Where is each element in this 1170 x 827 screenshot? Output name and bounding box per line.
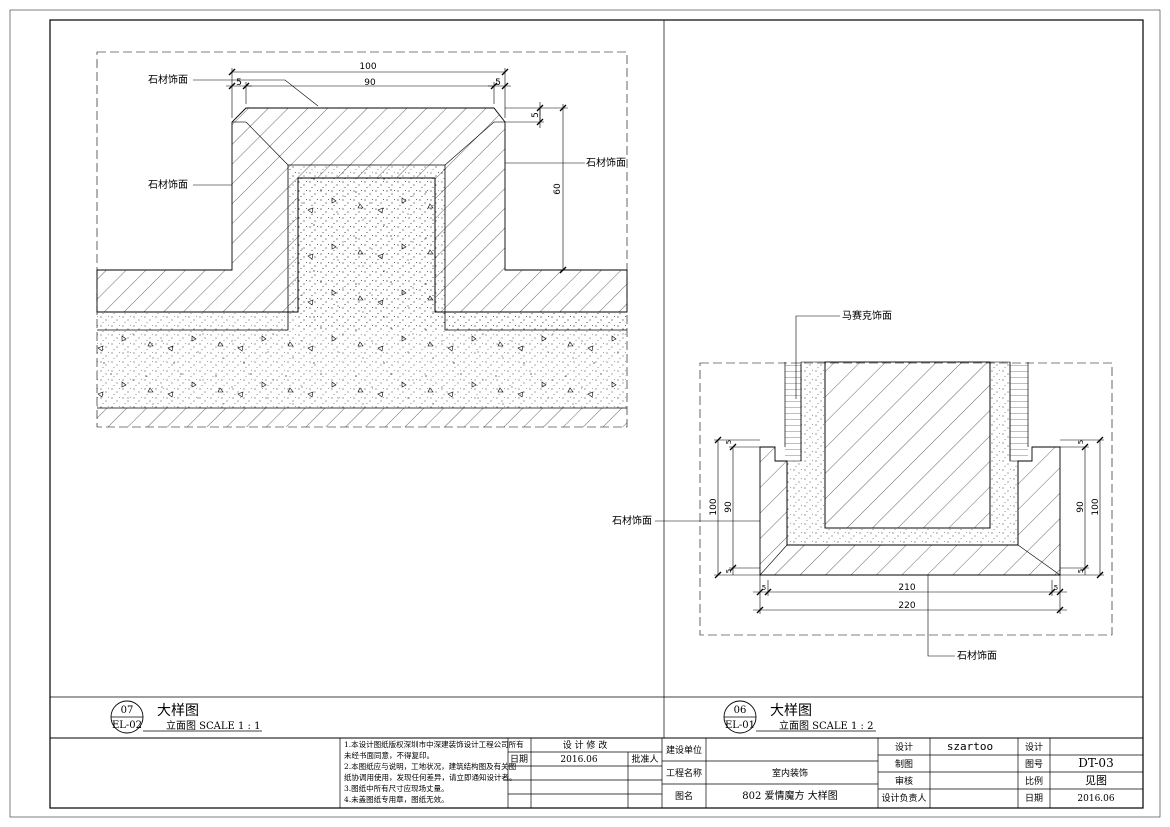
dim-top-right-small: 5 — [1077, 440, 1085, 444]
project-label: 工程名称 — [666, 767, 702, 779]
caption-subtitle: 立面图 SCALE 1 : 1 — [166, 719, 260, 732]
dim-chamfer-left: 5 — [236, 78, 242, 88]
sheet-no-label: 图号 — [1025, 759, 1043, 770]
dim-left-outer: 100 — [709, 498, 719, 515]
dim-left-inner: 90 — [724, 501, 734, 513]
dim-chamfer-vertical: 5 — [531, 112, 541, 118]
design-label: 设计 — [895, 741, 913, 753]
project-value: 室内装饰 — [772, 767, 808, 779]
dim-outer-width: 220 — [898, 601, 915, 611]
client-label: 建设单位 — [666, 744, 702, 756]
dim-right-inner: 90 — [1076, 501, 1086, 513]
dim-inner-width: 210 — [898, 583, 915, 593]
dim-overall-width: 100 — [359, 62, 376, 72]
note-line: 3.图纸中所有尺寸应现场丈量。 — [344, 783, 449, 793]
caption-left: 07 EL-02 大样图 立面图 SCALE 1 : 1 — [110, 700, 262, 734]
notes: 1.本设计图纸版权深圳市中深建装饰设计工程公司所有 未经书面同意，不得复印。 2… — [344, 739, 524, 804]
drafting-label: 制图 — [895, 758, 913, 770]
dim-right-outer: 100 — [1091, 498, 1101, 515]
right-detail: 100 90 100 90 5 5 5 5 5 5 210 220 马赛克饰面 … — [612, 309, 1113, 662]
dim-inner-width: 90 — [364, 78, 376, 88]
callout-mosaic: 马赛克饰面 — [842, 309, 892, 322]
callout-left: 石材饰面 — [612, 514, 652, 527]
dim-bottom-left-small: 5 — [725, 569, 733, 573]
scale-value: 见图 — [1085, 774, 1107, 787]
drawing-name-label: 图名 — [675, 790, 693, 802]
dim-chamfer-right: 5 — [495, 78, 501, 88]
caption-ref: EL-02 — [112, 720, 142, 731]
sheet-no-value: DT-03 — [1078, 756, 1113, 770]
date-label: 日期 — [510, 754, 528, 765]
dim-height: 60 — [553, 183, 563, 195]
caption-title: 大样图 — [157, 703, 199, 719]
callout-bottom: 石材饰面 — [957, 649, 997, 662]
note-line: 纸协调用使用，发现任何差异，请立即通知设计者。 — [344, 772, 517, 782]
scale-label: 比例 — [1025, 775, 1043, 787]
note-line: 未经书面同意，不得复印。 — [344, 750, 434, 760]
lead-label: 设计负责人 — [881, 792, 926, 804]
date-value: 2016.06 — [560, 755, 597, 765]
review-label: 审核 — [895, 775, 913, 787]
note-line: 4.未盖图纸专用章，图纸无效。 — [344, 794, 449, 804]
caption-number: 07 — [121, 705, 134, 716]
design-value: szartoo — [947, 740, 993, 753]
date-value-2: 2016.06 — [1077, 794, 1114, 804]
caption-ref: EL-01 — [725, 720, 755, 731]
left-detail: 100 90 5 5 5 60 石材饰面 石材饰面 石材饰面 — [96, 51, 628, 428]
callout-top: 石材饰面 — [148, 73, 188, 86]
note-line: 1.本设计图纸版权深圳市中深建装饰设计工程公司所有 — [344, 739, 524, 749]
callout-right: 石材饰面 — [586, 156, 626, 169]
date-label-2: 日期 — [1025, 793, 1043, 804]
approver-label: 批准人 — [631, 753, 658, 765]
dim-bottom-left-horiz: 5 — [762, 584, 766, 592]
revision-header: 设 计 修 改 — [563, 739, 608, 751]
callout-left: 石材饰面 — [148, 178, 188, 191]
title-block — [339, 738, 1143, 808]
caption-right: 06 EL-01 大样图 立面图 SCALE 1 : 2 — [723, 700, 876, 734]
caption-subtitle: 立面图 SCALE 1 : 2 — [779, 719, 873, 732]
caption-title: 大样图 — [770, 703, 812, 719]
dim-top-left-small: 5 — [725, 440, 733, 444]
caption-number: 06 — [734, 705, 747, 716]
note-line: 2.本图纸应与说明，工地状况，建筑结构图及有关图 — [344, 761, 516, 771]
dim-bottom-right-horiz: 5 — [1054, 584, 1058, 592]
dim-bottom-right-small: 5 — [1077, 569, 1085, 573]
drawing-name-value: 802 爱情魔方 大样图 — [742, 789, 837, 802]
design-label-2: 设计 — [1025, 741, 1043, 753]
